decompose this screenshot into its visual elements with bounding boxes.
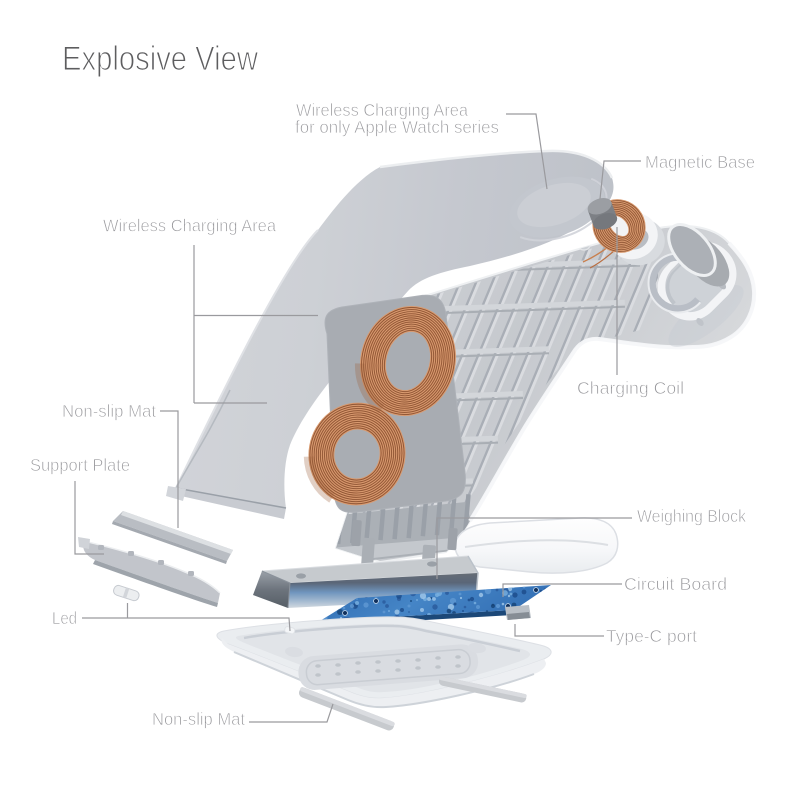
svg-text:Support Plate: Support Plate [30, 455, 130, 475]
svg-text:Non-slip Mat: Non-slip Mat [62, 401, 156, 421]
svg-text:Explosive View: Explosive View [62, 40, 258, 78]
svg-text:Circuit Board: Circuit Board [624, 574, 727, 594]
svg-text:Weighing Block: Weighing Block [637, 506, 746, 526]
svg-text:Wireless Charging Area: Wireless Charging Area [296, 100, 468, 120]
svg-text:Wireless Charging Area: Wireless Charging Area [103, 216, 276, 236]
svg-text:Magnetic Base: Magnetic Base [645, 152, 755, 172]
svg-text:Non-slip Mat: Non-slip Mat [152, 709, 245, 729]
svg-text:Type-C port: Type-C port [606, 626, 697, 646]
svg-text:Led: Led [52, 608, 77, 628]
svg-text:for only Apple Watch series: for only Apple Watch series [295, 117, 499, 137]
svg-text:Charging Coil: Charging Coil [577, 378, 684, 398]
